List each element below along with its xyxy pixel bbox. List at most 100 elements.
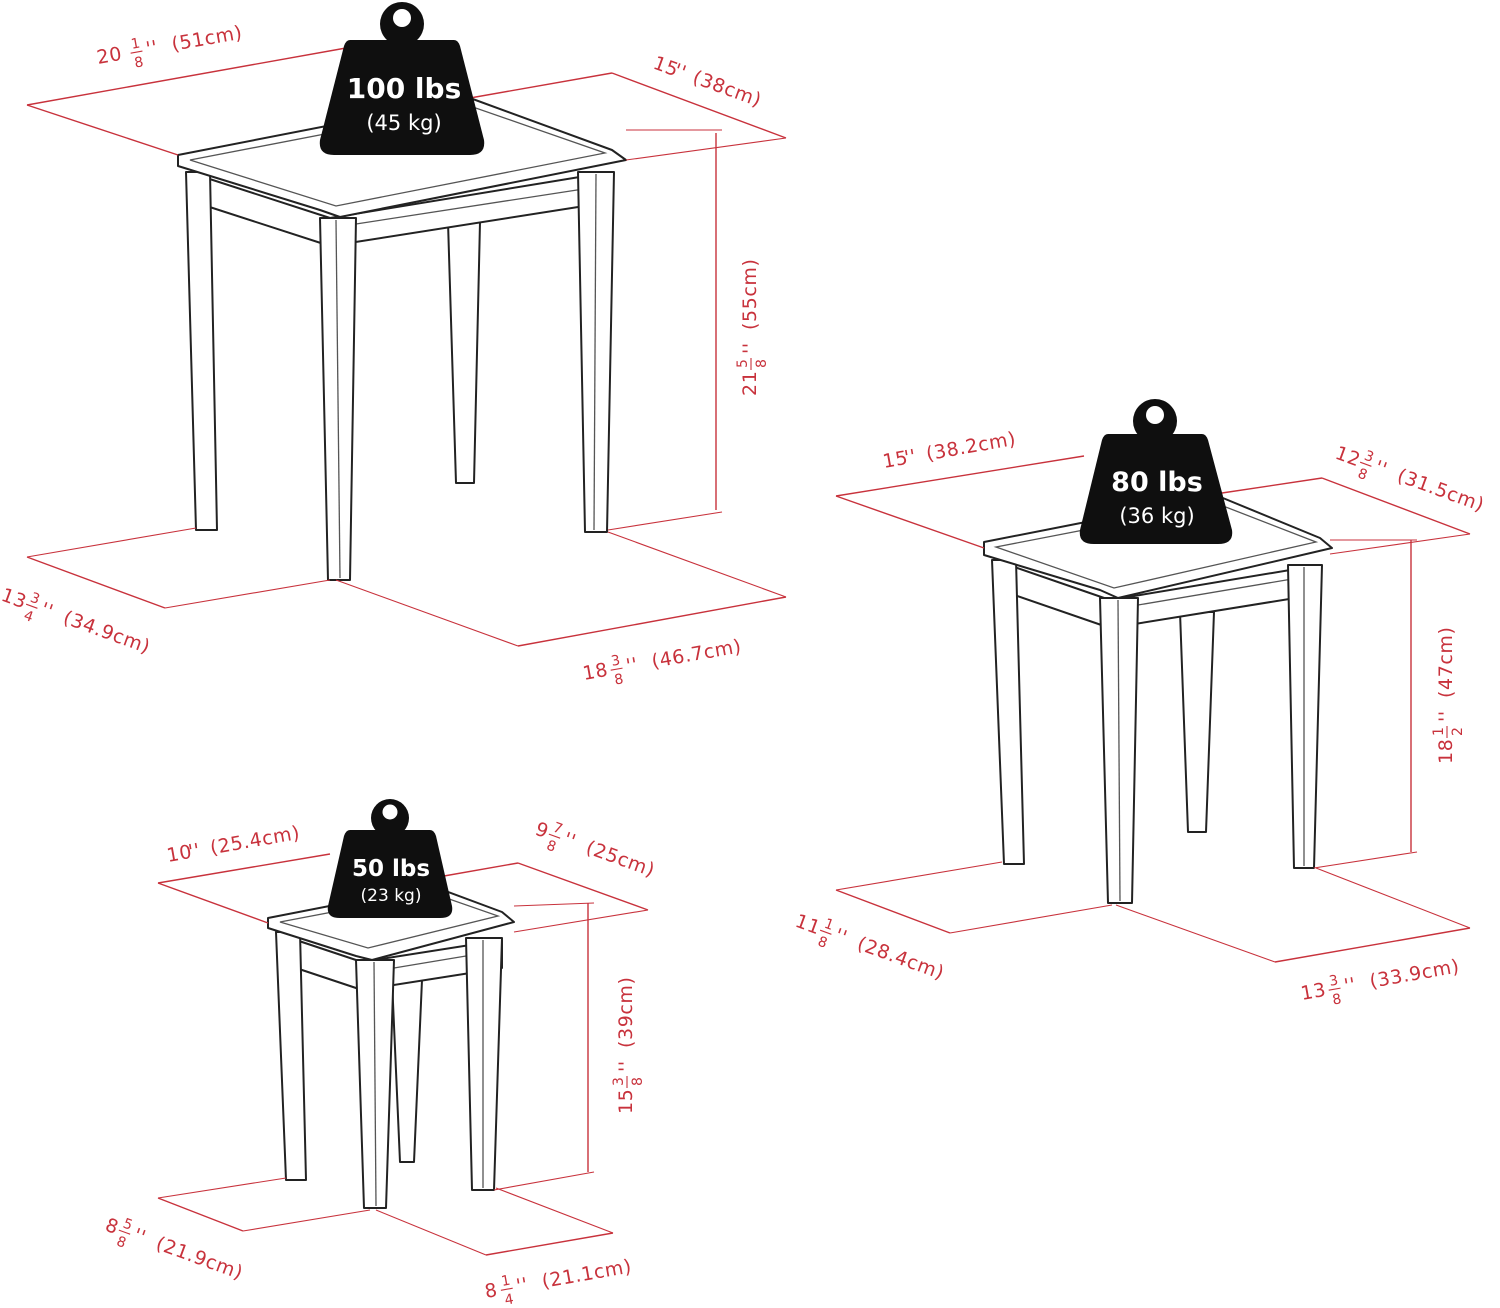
svg-text:(21.9cm): (21.9cm)	[153, 1232, 246, 1284]
svg-text:'': ''	[1435, 710, 1457, 722]
small-weight-lbs: 50 lbs	[352, 856, 430, 882]
svg-text:1: 1	[500, 1273, 512, 1290]
svg-text:8: 8	[754, 359, 770, 368]
dim-large-top-depth: 15 '' (38cm)	[650, 52, 764, 112]
medium-weight-lbs: 80 lbs	[1111, 467, 1203, 498]
svg-text:8: 8	[544, 838, 558, 856]
svg-text:3: 3	[1328, 973, 1340, 990]
svg-text:(33.9cm): (33.9cm)	[1368, 955, 1461, 992]
svg-text:(21.1cm): (21.1cm)	[540, 1255, 633, 1292]
svg-text:'': ''	[739, 342, 761, 354]
dim-small-leg-depth: 8 5 8 '' (21.9cm)	[102, 1214, 246, 1284]
large-weight-kg: (45 kg)	[366, 111, 441, 135]
svg-text:3: 3	[611, 1077, 627, 1086]
medium-table-left-leg	[991, 559, 1025, 865]
large-weight-lbs: 100 lbs	[347, 72, 462, 105]
svg-text:12: 12	[1332, 442, 1363, 471]
svg-text:13: 13	[0, 584, 30, 613]
kettlebell-weight-icon: 50 lbs (23 kg)	[327, 799, 453, 918]
svg-text:13: 13	[1299, 979, 1328, 1005]
small-table-back-leg	[391, 979, 423, 1163]
svg-text:(38cm): (38cm)	[690, 66, 765, 111]
medium-table	[983, 495, 1333, 904]
svg-text:8: 8	[133, 54, 145, 71]
svg-text:8: 8	[483, 1279, 499, 1303]
large-table-back-leg	[447, 221, 481, 484]
dim-large-top-width: 20 1 8 '' (51cm)	[95, 22, 244, 72]
svg-text:8: 8	[816, 934, 830, 952]
dim-large-height: 21 5 8 '' (55cm)	[735, 258, 770, 396]
small-dimension-lines	[157, 853, 649, 1256]
svg-text:5: 5	[735, 359, 751, 368]
svg-text:8: 8	[114, 1234, 128, 1252]
svg-text:'': ''	[903, 445, 918, 469]
svg-text:8: 8	[630, 1077, 646, 1086]
svg-text:'': ''	[515, 1274, 530, 1298]
svg-text:'': ''	[144, 37, 159, 61]
kettlebell-weight-icon: 100 lbs (45 kg)	[319, 2, 485, 155]
dim-small-top-depth: 9 7 8 '' (25cm)	[532, 818, 658, 882]
svg-text:8: 8	[613, 671, 625, 688]
medium-table-right-leg	[1287, 564, 1323, 869]
small-table-left-leg	[275, 931, 307, 1181]
svg-text:(31.5cm): (31.5cm)	[1394, 465, 1487, 517]
small-weight-kg: (23 kg)	[361, 886, 422, 906]
svg-text:'': ''	[560, 828, 578, 853]
svg-text:8: 8	[1331, 991, 1343, 1008]
svg-text:11: 11	[792, 910, 823, 939]
svg-text:2: 2	[1450, 727, 1466, 736]
medium-table-back-leg	[1179, 611, 1215, 833]
dim-medium-leg-width: 13 3 8 '' (33.9cm)	[1299, 955, 1461, 1008]
svg-text:4: 4	[22, 608, 36, 626]
svg-text:(46.7cm): (46.7cm)	[650, 635, 743, 672]
svg-text:4: 4	[503, 1291, 515, 1308]
dim-medium-height: 18 1 2 '' (47cm)	[1431, 626, 1466, 764]
svg-text:'': ''	[615, 1060, 637, 1072]
svg-text:(38.2cm): (38.2cm)	[924, 428, 1017, 465]
svg-text:'': ''	[130, 1224, 148, 1249]
svg-text:'': ''	[187, 839, 202, 863]
large-dimension-lines	[26, 47, 787, 647]
svg-text:'': ''	[624, 654, 639, 678]
large-table	[177, 97, 627, 581]
svg-text:'': ''	[1342, 974, 1357, 998]
dim-small-leg-width: 8 1 4 '' (21.1cm)	[483, 1255, 633, 1308]
svg-text:(25cm): (25cm)	[583, 836, 658, 881]
medium-weight-kg: (36 kg)	[1119, 504, 1194, 528]
large-table-left-leg	[185, 171, 218, 531]
svg-text:10: 10	[165, 841, 194, 867]
svg-text:(25.4cm): (25.4cm)	[208, 822, 301, 859]
medium-dimension-lines	[835, 455, 1471, 963]
dim-small-height: 15 3 8 '' (39cm)	[611, 976, 646, 1114]
svg-text:'': ''	[832, 924, 850, 949]
small-table	[267, 885, 515, 1209]
svg-text:8: 8	[1356, 466, 1370, 484]
small-table-right-leg	[465, 937, 503, 1191]
svg-text:(55cm): (55cm)	[739, 258, 761, 330]
dim-small-top-width: 10 '' (25.4cm)	[165, 822, 302, 867]
svg-text:(47cm): (47cm)	[1435, 626, 1457, 698]
svg-text:15: 15	[615, 1089, 637, 1114]
svg-text:1: 1	[130, 36, 142, 53]
svg-text:18: 18	[1435, 739, 1457, 764]
dim-medium-top-depth: 12 3 8 '' (31.5cm)	[1332, 442, 1487, 517]
svg-text:18: 18	[581, 659, 610, 685]
svg-text:'': ''	[1372, 456, 1390, 481]
svg-text:'': ''	[38, 598, 56, 623]
large-table-top	[177, 97, 627, 218]
svg-text:21: 21	[739, 371, 761, 396]
dim-large-leg-width: 18 3 8 '' (46.7cm)	[581, 635, 743, 688]
svg-text:(28.4cm): (28.4cm)	[854, 933, 947, 985]
dim-medium-leg-depth: 11 1 8 '' (28.4cm)	[792, 910, 947, 985]
svg-text:(34.9cm): (34.9cm)	[60, 607, 153, 659]
svg-text:15: 15	[881, 447, 910, 473]
svg-text:3: 3	[610, 653, 622, 670]
dim-medium-top-width: 15 '' (38.2cm)	[881, 428, 1018, 473]
large-table-right-leg	[577, 171, 615, 533]
svg-text:(51cm): (51cm)	[170, 22, 244, 56]
kettlebell-weight-icon: 80 lbs (36 kg)	[1079, 399, 1233, 544]
svg-text:(39cm): (39cm)	[615, 976, 637, 1048]
svg-text:1: 1	[1431, 727, 1447, 736]
